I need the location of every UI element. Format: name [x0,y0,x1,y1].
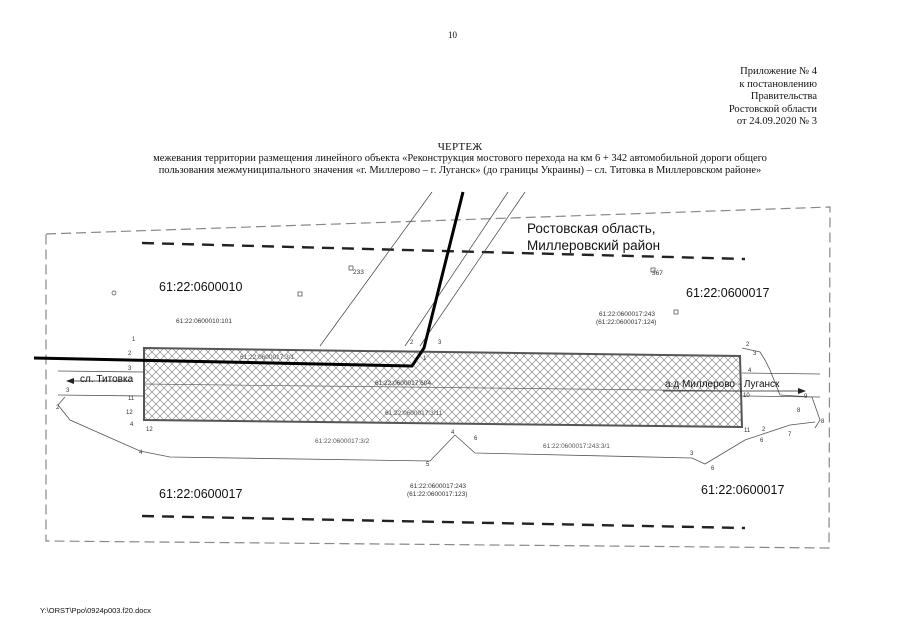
road-diagonal [404,191,509,347]
svg-text:1: 1 [132,337,136,343]
annex-line: Ростовской области [728,103,817,115]
svg-text:3: 3 [66,388,70,394]
svg-text:2: 2 [746,342,750,348]
marker-icon [348,265,354,271]
parcel-label: 61:22:0600017:243 [599,311,655,318]
parcel-label: 61:22:0600017:3/11 [385,410,443,417]
marker-icon [650,267,656,273]
region-label: Миллеровский район [527,238,660,253]
quarter-label: 61:22:0600017 [686,286,769,300]
annex-block: Приложение № 4 к постановлению Правитель… [729,66,817,129]
road-diagonal [319,191,433,347]
region-label: Ростовская область, [527,221,656,236]
svg-text:6: 6 [711,466,715,472]
svg-text:6: 6 [474,436,478,442]
svg-text:4: 4 [451,430,455,436]
parcel-label: 61:22:0600017:604 [375,380,431,387]
dash-line-top [141,241,746,261]
marker-icon [673,309,679,315]
road-label-right: а.д Миллерово - Луганск [665,379,780,390]
marker-icon [297,291,303,297]
arrow-right-icon [798,388,806,394]
svg-text:2: 2 [56,405,60,411]
arrow-left-icon [66,378,74,384]
quarter-label: 61:22:0600010 [159,280,242,294]
parcel-label: 61:22:0600017:3/1 [240,354,295,361]
annex-line: Правительства [750,91,817,102]
parcel-label: 367 [652,270,663,277]
parcel-label: 61:22:0600017:3/2 [315,438,370,445]
page-number: 10 [448,30,457,40]
svg-text:3: 3 [753,351,757,357]
parcel-label: (61:22:0600017:123) [407,491,467,498]
svg-text:12: 12 [126,410,133,416]
quarter-boundary [45,206,831,549]
svg-text:10: 10 [743,393,750,399]
parcel-label: 61:22:0600017:243 [410,483,466,490]
road-diagonal [419,191,526,347]
annex-line: к постановлению [739,78,817,90]
road-edge [741,372,821,375]
parcel-label: (61:22:0600017:124) [596,319,656,326]
road-edge [57,394,145,397]
title-heading: ЧЕРТЕЖ [437,141,483,153]
svg-text:8: 8 [821,419,825,425]
title-line: пользования межмуниципального значения «… [158,165,762,176]
svg-text:4: 4 [130,422,134,428]
footer-file-path: Y:\ORST\Ppo\0924p003.f20.docx [40,606,151,615]
svg-text:6: 6 [760,438,764,444]
quarter-label: 61:22:0600017 [159,487,242,501]
title-line: межевания территории размещения линейног… [153,153,767,164]
parcel-boundary-lower [57,396,816,465]
road-label-left: сл. Титовка [80,374,134,385]
parcel-boundary-right [741,347,821,429]
svg-text:2: 2 [762,427,766,433]
svg-text:7: 7 [788,432,792,438]
svg-text:2: 2 [410,340,414,346]
svg-text:8: 8 [797,408,801,414]
svg-text:4: 4 [139,450,143,456]
svg-text:2: 2 [128,351,132,357]
parcel-label: 233 [353,269,364,276]
marker-icon [111,290,117,296]
svg-text:3: 3 [438,340,442,346]
quarter-border-black [33,191,465,368]
svg-text:12: 12 [146,427,153,433]
annex-line: Приложение № 4 [740,66,817,77]
quarter-label: 61:22:0600017 [701,483,784,497]
svg-text:11: 11 [744,428,751,434]
parcel-label: 61:22:0600017:243:3/1 [543,443,610,450]
svg-text:3: 3 [128,366,132,372]
road-edge [57,370,145,373]
document-title: ЧЕРТЕЖ межевания территории размещения л… [100,141,820,177]
svg-text:11: 11 [128,396,135,402]
svg-text:4: 4 [748,368,752,374]
svg-text:9: 9 [804,394,808,400]
annex-line: от 24.09.2020 № 3 [736,116,817,127]
svg-text:5: 5 [426,462,430,468]
svg-text:3: 3 [690,451,694,457]
svg-text:1: 1 [423,356,427,362]
parcel-label: 61:22:0600010:101 [176,318,232,325]
dash-line-bottom [141,514,746,530]
parcel-division [143,383,743,392]
